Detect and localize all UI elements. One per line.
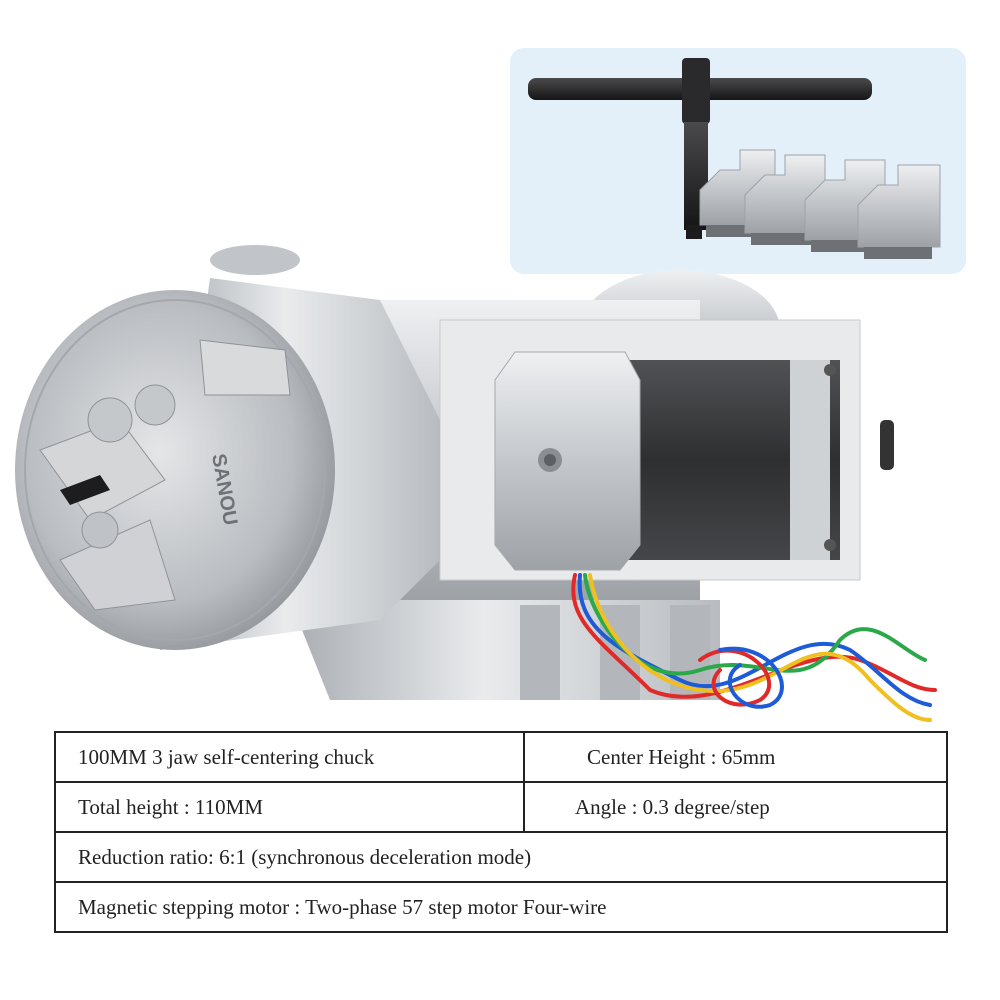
spare-jaws [699,149,941,259]
spec-table: 100MM 3 jaw self-centering chuck Center … [54,731,948,933]
spec-row: 100MM 3 jaw self-centering chuck Center … [54,731,948,783]
stepper-motor [494,351,840,571]
spec-angle: Angle : 0.3 degree/step [523,781,948,833]
spec-total-height: Total height : 110MM [54,781,525,833]
spec-motor: Magnetic stepping motor : Two-phase 57 s… [54,881,948,933]
spec-row: Magnetic stepping motor : Two-phase 57 s… [54,881,948,933]
three-jaw-chuck [15,245,440,650]
spec-chuck-size: 100MM 3 jaw self-centering chuck [54,731,525,783]
spec-reduction-ratio: Reduction ratio: 6:1 (synchronous decele… [54,831,948,883]
spec-row: Reduction ratio: 6:1 (synchronous decele… [54,831,948,883]
spec-center-height: Center Height : 65mm [523,731,948,783]
chuck-key [528,58,872,239]
spec-row: Total height : 110MM Angle : 0.3 degree/… [54,781,948,833]
motor-wires [571,573,937,722]
